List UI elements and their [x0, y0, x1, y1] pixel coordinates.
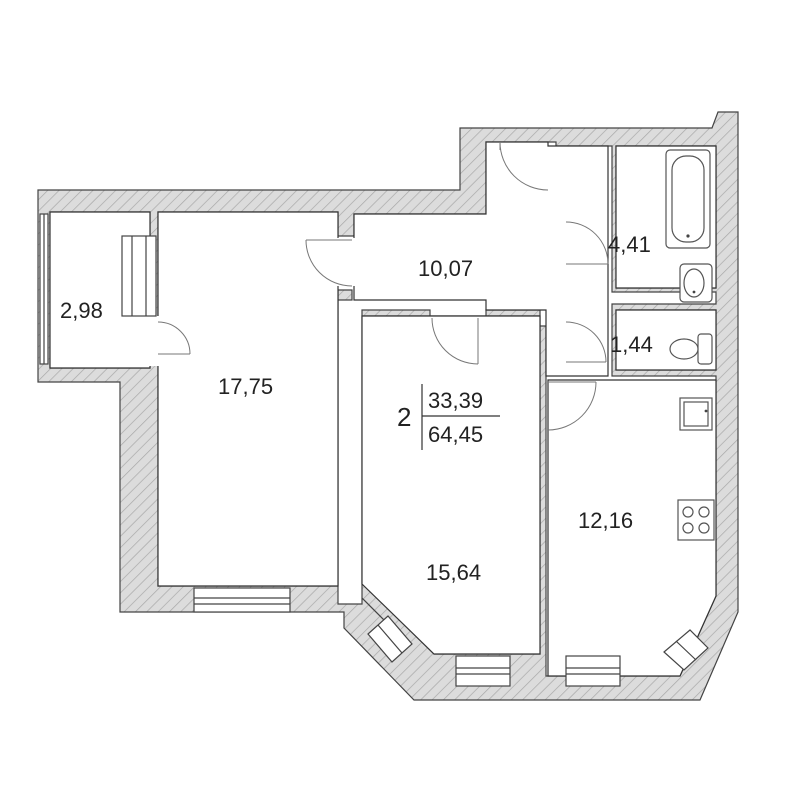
- apartment-summary: 2 33,39 64,45: [397, 384, 500, 450]
- bedroom-doorway: [334, 238, 358, 286]
- sink-icon: [679, 263, 713, 303]
- living-window-bottom: [455, 655, 511, 687]
- living-door-swing: [431, 317, 479, 365]
- toilet-door-swing: [565, 321, 607, 363]
- kitchen-window-bottom: [565, 655, 621, 687]
- living-room-area: 15,64: [426, 560, 481, 585]
- living-area-total: 33,39: [428, 388, 483, 413]
- bathroom-area: 4,41: [608, 232, 651, 257]
- rooms-count: 2: [397, 402, 411, 432]
- bedroom-floor: [157, 211, 339, 587]
- total-area: 64,45: [428, 422, 483, 447]
- balcony-window-right: [121, 235, 157, 317]
- kitchen-floor: [547, 379, 717, 677]
- balcony-doorway: [146, 316, 162, 366]
- windows: [39, 213, 709, 687]
- bathroom-door-swing: [565, 221, 609, 265]
- toilet-area: 1,44: [610, 332, 653, 357]
- hallway-area: 10,07: [418, 256, 473, 281]
- bedroom-window: [193, 587, 291, 613]
- living-room-floor: [361, 315, 541, 655]
- balcony-area: 2,98: [60, 298, 103, 323]
- balcony-door-swing: [157, 321, 191, 355]
- kitchen-area: 12,16: [578, 508, 633, 533]
- entrance-door-swing: [499, 141, 549, 191]
- toilet-icon: [669, 333, 713, 365]
- bedroom-area: 17,75: [218, 374, 273, 399]
- bedroom-door-swing: [305, 239, 353, 287]
- kitchen-sink-icon: [679, 397, 713, 431]
- stove-icon: [677, 499, 715, 541]
- kitchen-door-swing: [547, 381, 597, 431]
- bathtub-icon: [665, 149, 711, 249]
- door-swings: [157, 141, 609, 431]
